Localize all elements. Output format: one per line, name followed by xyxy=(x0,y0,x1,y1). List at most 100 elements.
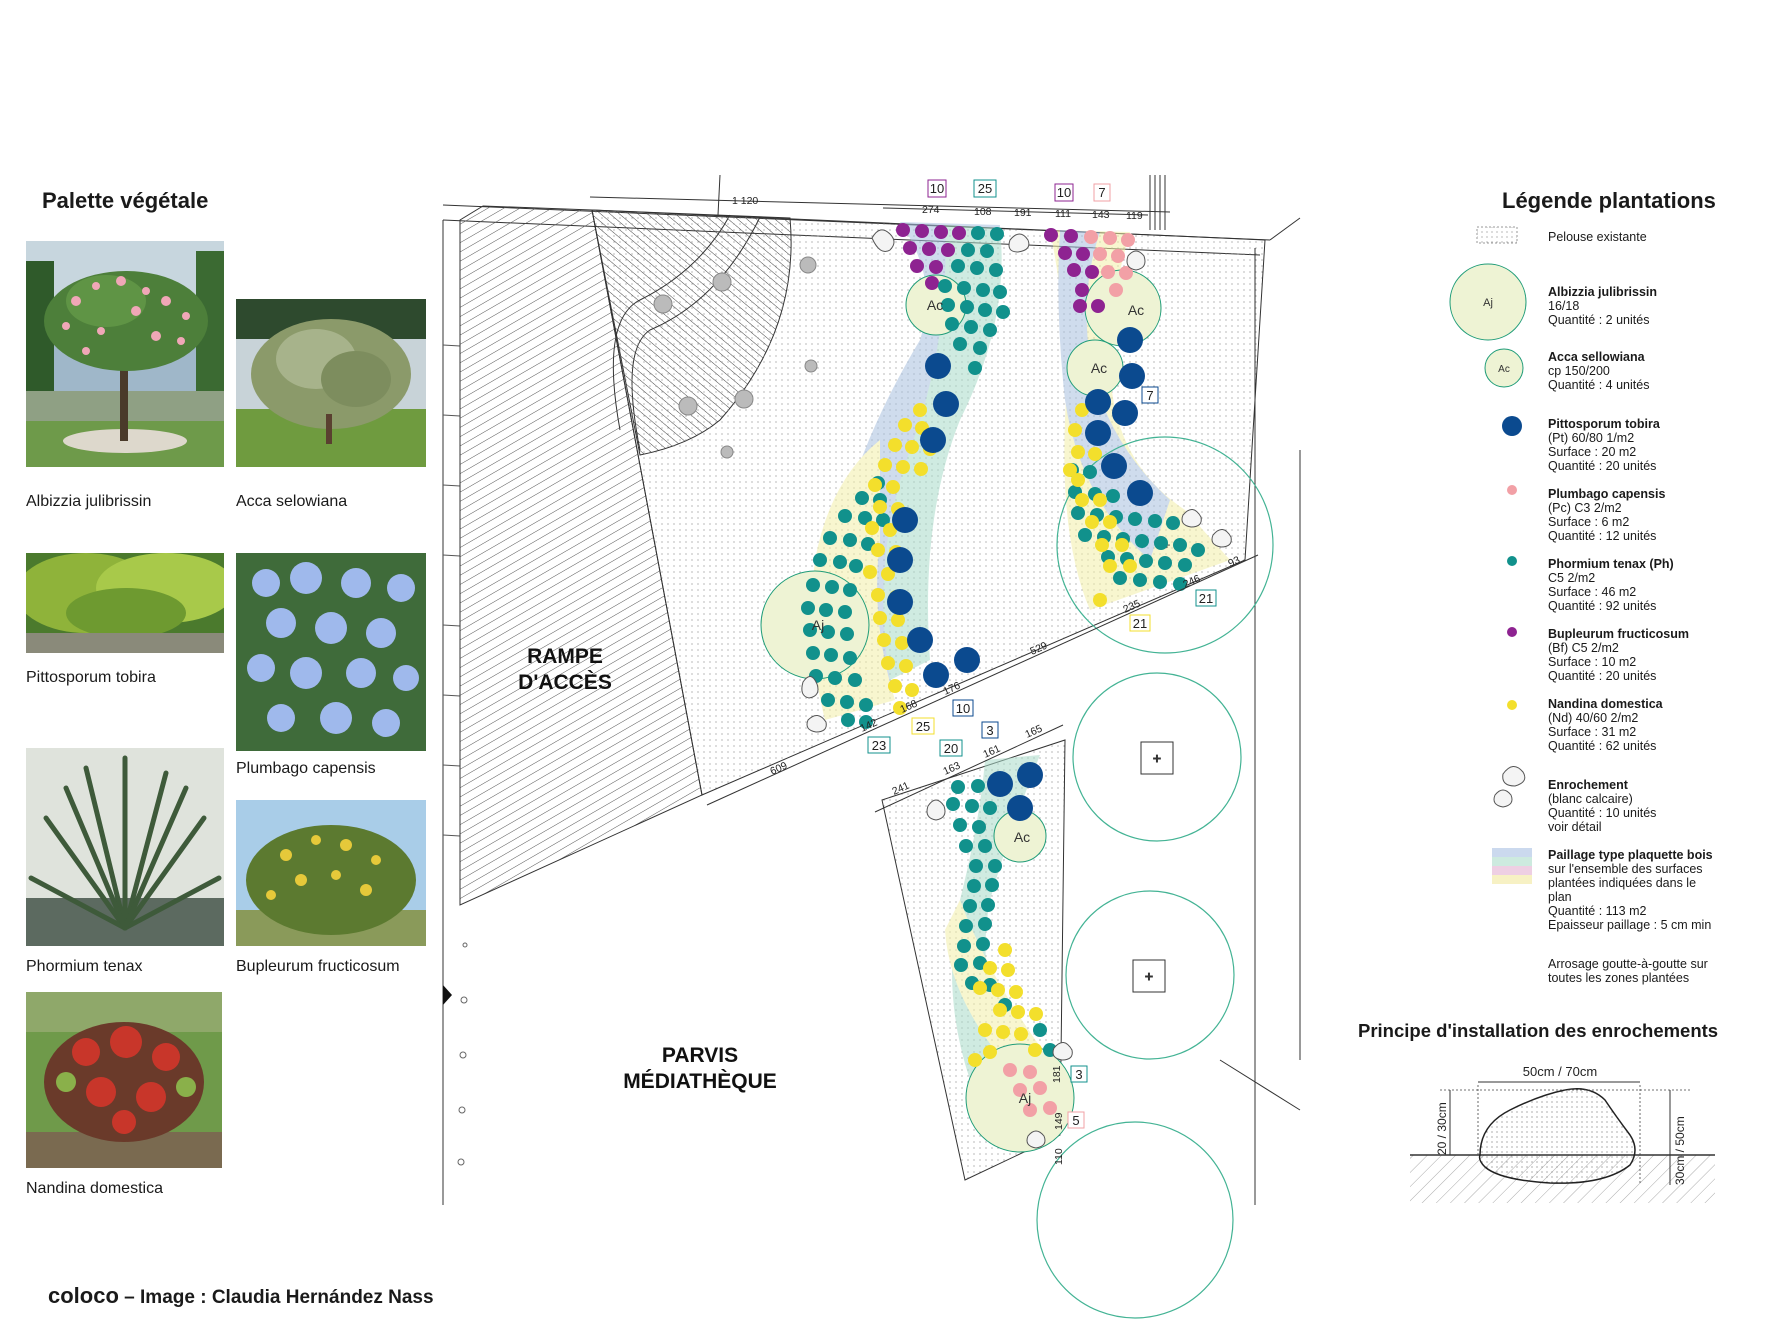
legend-line: Albizzia julibrissin xyxy=(1548,285,1658,299)
dim-110: 110 xyxy=(1053,1148,1065,1165)
dim-161: 161 xyxy=(981,743,1002,761)
plant-dot xyxy=(990,227,1004,241)
tag-nandina: 25 xyxy=(916,719,930,734)
tree-label-aj: Aj xyxy=(1019,1090,1031,1106)
plant-dot xyxy=(983,801,997,815)
plant-dot xyxy=(1063,463,1077,477)
plant-dot xyxy=(1009,985,1023,999)
plant-dot xyxy=(907,627,933,653)
plant-dot xyxy=(893,701,907,715)
ac-symbol-label: Ac xyxy=(1498,364,1510,375)
plant-dot xyxy=(871,588,885,602)
photo-bupleurum xyxy=(236,800,426,946)
height-label-right: 30cm / 50cm xyxy=(1673,1116,1687,1185)
plant-dot xyxy=(871,543,885,557)
ac-symbol xyxy=(1484,348,1524,388)
plant-dot xyxy=(806,578,820,592)
plant-dot xyxy=(985,878,999,892)
tag-phormium: 3 xyxy=(1075,1067,1082,1082)
plant-dot xyxy=(898,418,912,432)
plant-dot xyxy=(887,547,913,573)
plant-dot xyxy=(953,337,967,351)
plant-dot xyxy=(1148,514,1162,528)
plant-dot xyxy=(964,320,978,334)
legend-line: plan xyxy=(1548,890,1572,904)
plant-dot xyxy=(951,259,965,273)
tag-pittosporum: 7 xyxy=(1146,388,1153,403)
plant-dot xyxy=(1011,1005,1025,1019)
plant-dot xyxy=(1088,447,1102,461)
legend-line: (Bf) C5 2/m2 xyxy=(1548,641,1619,655)
plant-dot xyxy=(821,625,835,639)
legend-line: Bupleurum fructicosum xyxy=(1548,627,1689,641)
plant-dot xyxy=(1119,363,1145,389)
plant-dot xyxy=(941,243,955,257)
plant-dot xyxy=(978,917,992,931)
tree-label-aj: Aj xyxy=(812,617,824,633)
plant-dots xyxy=(801,223,1205,1117)
photo-pittosporum xyxy=(26,553,224,653)
plant-dot xyxy=(1128,512,1142,526)
plant-dot xyxy=(1093,593,1107,607)
tree-label-ac: Ac xyxy=(1014,829,1030,845)
plant-dot xyxy=(953,818,967,832)
plant-dot xyxy=(993,285,1007,299)
plant-dot xyxy=(1093,247,1107,261)
legend-line: Quantité : 20 unités xyxy=(1548,459,1657,473)
plant-dot xyxy=(1093,493,1107,507)
plant-dot xyxy=(1133,573,1147,587)
plant-dot xyxy=(1014,1027,1028,1041)
plant-dot xyxy=(1023,1065,1037,1079)
plant-dot xyxy=(1003,1063,1017,1077)
plant-dot xyxy=(1076,247,1090,261)
plant-dot xyxy=(806,646,820,660)
plant-dot xyxy=(969,859,983,873)
legend-line: Surface : 20 m2 xyxy=(1548,445,1637,459)
plant-dot xyxy=(863,565,877,579)
tag-phormium: 25 xyxy=(978,181,992,196)
plant-dot xyxy=(1101,265,1115,279)
plant-dot xyxy=(1103,231,1117,245)
parvis-label: MÉDIATHÈQUE xyxy=(623,1070,777,1093)
tag-plumbago: 7 xyxy=(1098,185,1105,200)
dim-119: 119 xyxy=(1126,210,1143,222)
plant-dot xyxy=(1158,556,1172,570)
legend-line: Nandina domestica xyxy=(1548,697,1663,711)
tree-label-ac: Ac xyxy=(1128,302,1144,318)
nandina-dot xyxy=(1507,700,1517,710)
plant-dot xyxy=(998,943,1012,957)
caption-bupleurum: Bupleurum fructicosum xyxy=(236,958,400,975)
plant-dot xyxy=(983,1045,997,1059)
legend-line: Quantité : 10 unités xyxy=(1548,806,1657,820)
width-label: 50cm / 70cm xyxy=(1523,1064,1597,1079)
plant-dot xyxy=(954,958,968,972)
plant-dot xyxy=(933,391,959,417)
plant-dot xyxy=(843,651,857,665)
plant-dot xyxy=(922,242,936,256)
plant-dot xyxy=(959,919,973,933)
plant-dot xyxy=(849,559,863,573)
plant-dot xyxy=(855,491,869,505)
plant-dot xyxy=(888,679,902,693)
plant-dot xyxy=(1028,1043,1042,1057)
plant-dot xyxy=(813,553,827,567)
plant-dot xyxy=(925,353,951,379)
dim-149: 149 xyxy=(1053,1112,1065,1130)
plant-dot xyxy=(1071,445,1085,459)
plant-dot xyxy=(891,613,905,627)
legend-line: C5 2/m2 xyxy=(1548,571,1596,585)
plant-dot xyxy=(914,462,928,476)
plant-dot xyxy=(843,583,857,597)
plant-dot xyxy=(873,611,887,625)
plant-dot xyxy=(920,427,946,453)
plant-dot xyxy=(1068,423,1082,437)
footer-credit: coloco – Image : Claudia Hernández Nass xyxy=(48,1283,434,1309)
legend-line: Quantité : 12 unités xyxy=(1548,529,1657,543)
plant-dot xyxy=(877,633,891,647)
plant-dot xyxy=(883,523,897,537)
tag-bupleurum: 10 xyxy=(1057,185,1071,200)
plant-dot xyxy=(840,627,854,641)
